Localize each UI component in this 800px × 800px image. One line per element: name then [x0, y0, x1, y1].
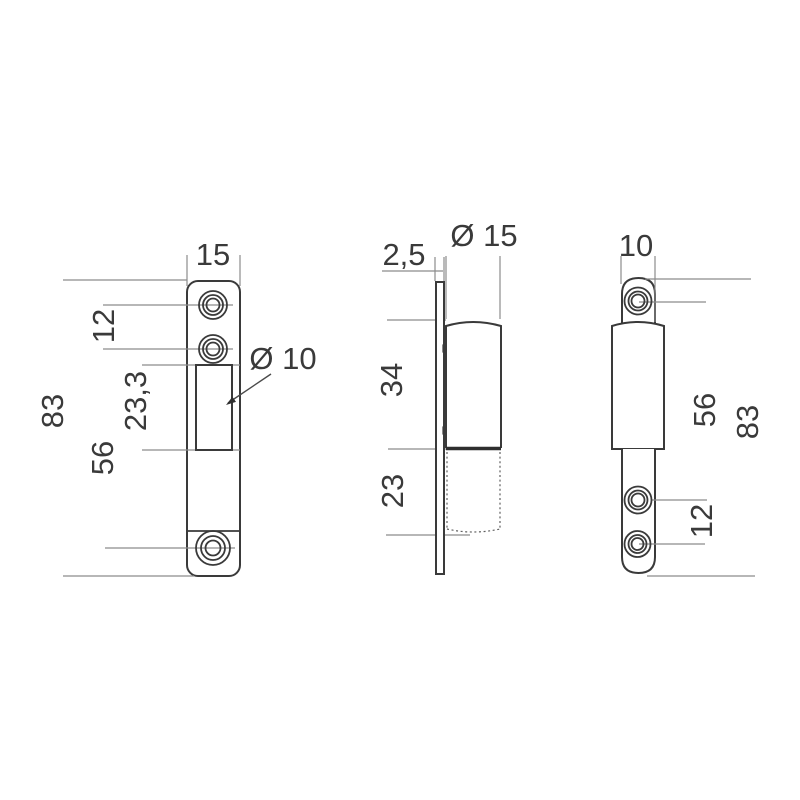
- hole-ring-inner: [205, 297, 221, 313]
- front-knuckle-outline: [195, 364, 233, 451]
- back-strap-hole-2: [623, 530, 652, 558]
- dim-side-barrel-diameter: Ø 15: [450, 218, 517, 253]
- hole-ring-inner: [630, 537, 645, 551]
- dim-front-total-height: 83: [35, 394, 70, 428]
- back-strap-outline: [621, 449, 656, 575]
- side-upper-barrel-outline: [445, 321, 502, 448]
- hole-ring-mid: [202, 294, 224, 316]
- dim-front-knuckle-height: 23,3: [118, 371, 153, 431]
- dim-front-pin-diameter: Ø 10: [249, 341, 316, 376]
- dim-back-total-height: 83: [730, 405, 765, 439]
- side-view: 2,5 Ø 15 34 23: [374, 218, 518, 575]
- hole-ring-outer: [623, 286, 653, 316]
- hole-ring-mid: [627, 534, 648, 554]
- hole-ring-mid: [627, 290, 649, 312]
- dim-side-plate-thickness: 2,5: [382, 237, 425, 272]
- dim-back-tab-width: 10: [619, 228, 653, 263]
- front-top-hole-1: [198, 290, 228, 320]
- front-bottom-hole: [195, 530, 231, 566]
- back-view: 10 56 83 12: [611, 228, 765, 577]
- back-strap-hole-1: [623, 485, 653, 515]
- hole-ring-outer: [623, 530, 652, 558]
- pin-diameter-arrow-line: [227, 373, 272, 404]
- front-view: 15 12 23,3 56 83 Ø 10: [35, 237, 317, 577]
- dim-side-lower-barrel-height: 23: [375, 474, 410, 508]
- hole-ring-outer: [198, 334, 228, 364]
- dim-front-plate-width: 15: [196, 237, 230, 272]
- side-lower-barrel-phantom: [446, 452, 501, 533]
- dim-back-bottom-hole-spacing: 12: [684, 504, 719, 538]
- hole-ring-mid: [200, 535, 226, 561]
- dim-front-hole-span: 56: [85, 441, 120, 475]
- hole-ring-outer: [195, 530, 231, 566]
- hole-ring-inner: [630, 492, 646, 508]
- dim-front-top-hole-spacing: 12: [86, 309, 121, 343]
- pin-diameter-arrowhead-icon: [226, 396, 236, 405]
- hole-ring-mid: [627, 489, 649, 511]
- side-plate-outline: [435, 281, 445, 575]
- dim-side-upper-barrel-height: 34: [374, 363, 409, 397]
- hole-ring-inner: [630, 293, 646, 309]
- hole-ring-mid: [202, 338, 224, 360]
- back-top-hole: [623, 286, 653, 316]
- phantom-bottom-edge: [446, 528, 501, 533]
- hole-ring-outer: [198, 290, 228, 320]
- front-top-hole-2: [198, 334, 228, 364]
- dim-back-hole-span: 56: [687, 393, 722, 427]
- back-barrel-outline: [611, 321, 665, 450]
- hole-ring-outer: [623, 485, 653, 515]
- hole-ring-inner: [204, 539, 222, 557]
- hole-ring-inner: [205, 341, 221, 357]
